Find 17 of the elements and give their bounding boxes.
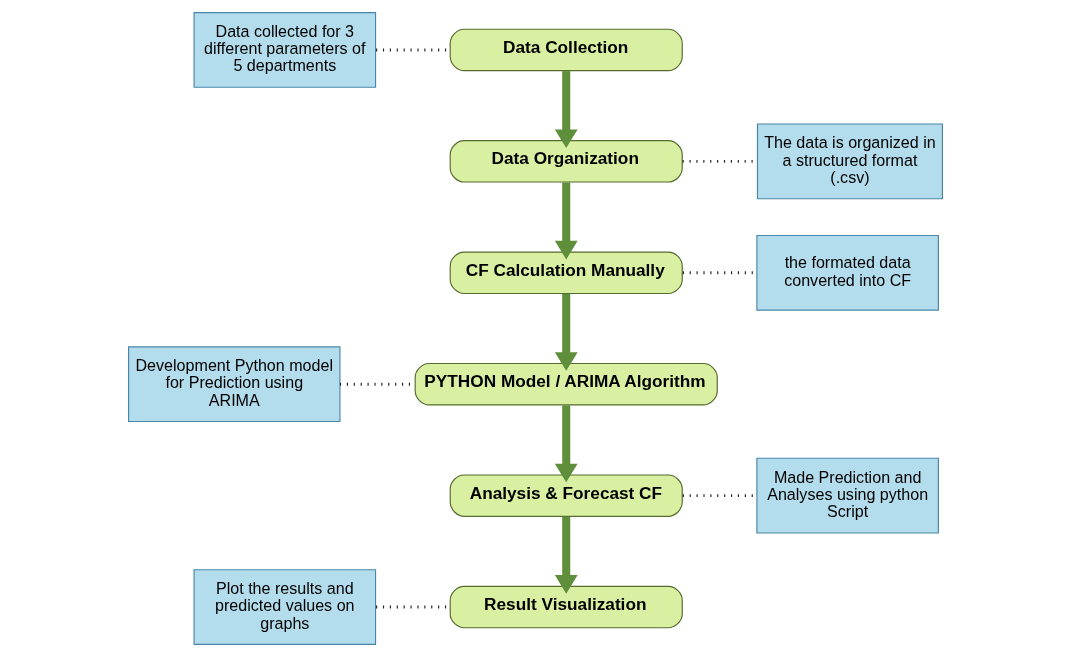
arrow <box>554 71 578 149</box>
node-box: Result Visualization <box>449 585 683 629</box>
node-box: Development Python model for Prediction using ARIMA <box>128 346 341 423</box>
node-box: Made Prediction and Analyses using python Script <box>756 457 939 534</box>
node-box: Analysis & Forecast CF <box>449 474 683 517</box>
node-box: the formated data converted into CF <box>756 234 939 311</box>
arrow <box>554 405 578 483</box>
node-box: The data is organized in a structured format (.csv) <box>756 123 943 200</box>
node-box: CF Calculation Manually <box>449 251 683 295</box>
arrow <box>554 516 578 594</box>
arrow <box>554 182 578 260</box>
node-box: PYTHON Model / ARIMA Algorithm <box>414 362 718 406</box>
node-box: Plot the results and predicted values on graphs <box>193 569 377 645</box>
node-box: Data collected for 3 different parameters of 5 departments <box>193 12 377 88</box>
arrow <box>554 293 578 371</box>
node-box: Data Collection <box>449 28 683 72</box>
node-box: Data Organization <box>449 140 683 183</box>
